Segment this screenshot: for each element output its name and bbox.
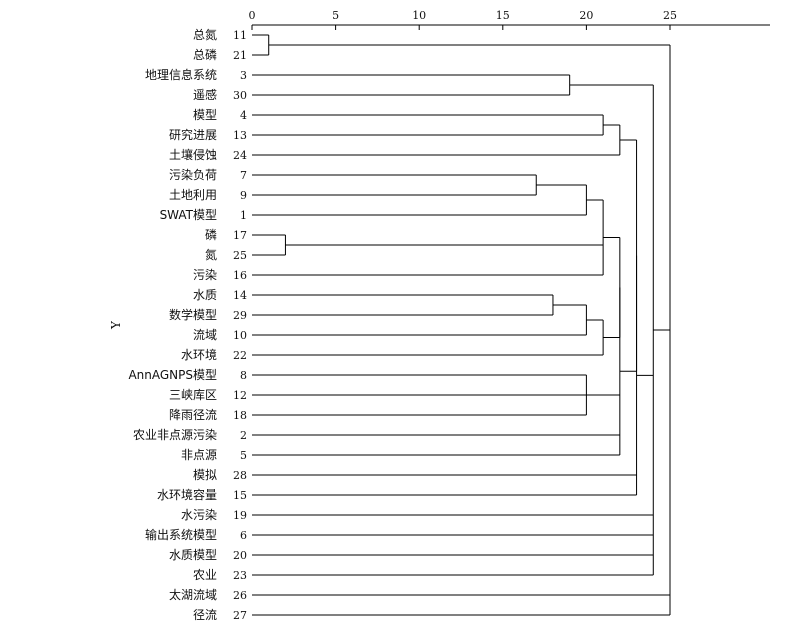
leaf-label: 三峡库区 — [169, 387, 217, 402]
leaf-index: 15 — [233, 489, 247, 502]
leaf-label: 水质 — [193, 288, 217, 302]
leaf-label: 磷 — [205, 227, 217, 242]
leaf-label: 污染 — [193, 267, 217, 282]
leaf-label: 农业 — [193, 568, 217, 582]
x-tick-label: 0 — [249, 9, 256, 22]
leaf-index: 5 — [240, 449, 247, 462]
leaf-label: 输出系统模型 — [145, 527, 217, 542]
leaf-label: SWAT模型 — [160, 208, 217, 222]
leaf-label: 径流 — [193, 608, 217, 622]
leaf-label: 流域 — [193, 328, 217, 342]
leaf-label: 太湖流域 — [169, 587, 217, 602]
leaf-index: 26 — [233, 589, 247, 602]
leaf-label: 污染负荷 — [169, 167, 217, 182]
leaf-index: 17 — [233, 229, 247, 242]
leaf-label: 地理信息系统 — [145, 67, 217, 82]
leaf-label: 农业非点源污染 — [133, 427, 217, 442]
leaf-index: 7 — [240, 169, 247, 182]
leaf-index: 25 — [233, 249, 247, 262]
leaf-label: 水环境 — [181, 347, 217, 362]
x-tick-label: 15 — [496, 9, 510, 22]
leaf-label: 总磷 — [193, 47, 217, 62]
x-axis — [251, 24, 770, 30]
leaf-label: 遥感 — [193, 87, 217, 102]
dendrogram-links — [252, 34, 671, 616]
x-tick-labels: 0 5 10 15 20 25 — [249, 9, 678, 22]
leaf-index: 21 — [233, 49, 247, 62]
x-tick-label: 10 — [412, 9, 426, 22]
leaf-index: 22 — [233, 349, 247, 362]
leaf-index: 23 — [233, 569, 247, 582]
leaf-label: 模拟 — [193, 468, 217, 482]
y-axis-label: Y — [109, 320, 123, 330]
leaf-index: 24 — [233, 149, 247, 162]
leaf-index: 6 — [240, 529, 247, 542]
leaf-label: 模型 — [193, 108, 217, 122]
x-tick-label: 5 — [332, 9, 339, 22]
leaf-label: 水环境容量 — [157, 487, 217, 502]
leaf-index: 20 — [233, 549, 247, 562]
leaf-index: 14 — [233, 289, 247, 302]
leaf-index: 16 — [233, 269, 247, 282]
leaf-index: 9 — [240, 189, 247, 202]
leaf-label: 研究进展 — [169, 127, 217, 142]
leaf-index: 12 — [233, 389, 247, 402]
leaf-index: 8 — [240, 369, 247, 382]
leaf-label: AnnAGNPS模型 — [128, 368, 217, 382]
leaf-index: 29 — [233, 309, 247, 322]
leaf-index: 30 — [233, 89, 247, 102]
leaf-index: 19 — [233, 509, 247, 522]
leaf-index: 4 — [240, 109, 247, 122]
leaf-label: 水污染 — [181, 507, 217, 522]
leaf-index: 11 — [233, 29, 247, 42]
x-tick-label: 20 — [579, 9, 593, 22]
leaf-label: 土壤侵蚀 — [169, 147, 217, 162]
leaf-label: 非点源 — [181, 448, 217, 462]
leaf-label: 总氮 — [193, 27, 217, 42]
leaf-index: 10 — [233, 329, 247, 342]
x-tick-label: 25 — [663, 9, 677, 22]
leaf-index: 2 — [240, 429, 247, 442]
leaf-label: 氮 — [205, 247, 217, 262]
leaf-index: 27 — [233, 609, 247, 622]
leaf-label: 数学模型 — [169, 307, 217, 322]
leaf-index: 28 — [233, 469, 247, 482]
leaf-label: 土地利用 — [169, 188, 217, 202]
leaf-label: 水质模型 — [169, 548, 217, 562]
leaf-index: 1 — [240, 209, 247, 222]
leaf-index: 18 — [233, 409, 247, 422]
leaf-index: 3 — [240, 69, 247, 82]
leaf-label: 降雨径流 — [169, 408, 217, 422]
leaf-index: 13 — [233, 129, 247, 142]
